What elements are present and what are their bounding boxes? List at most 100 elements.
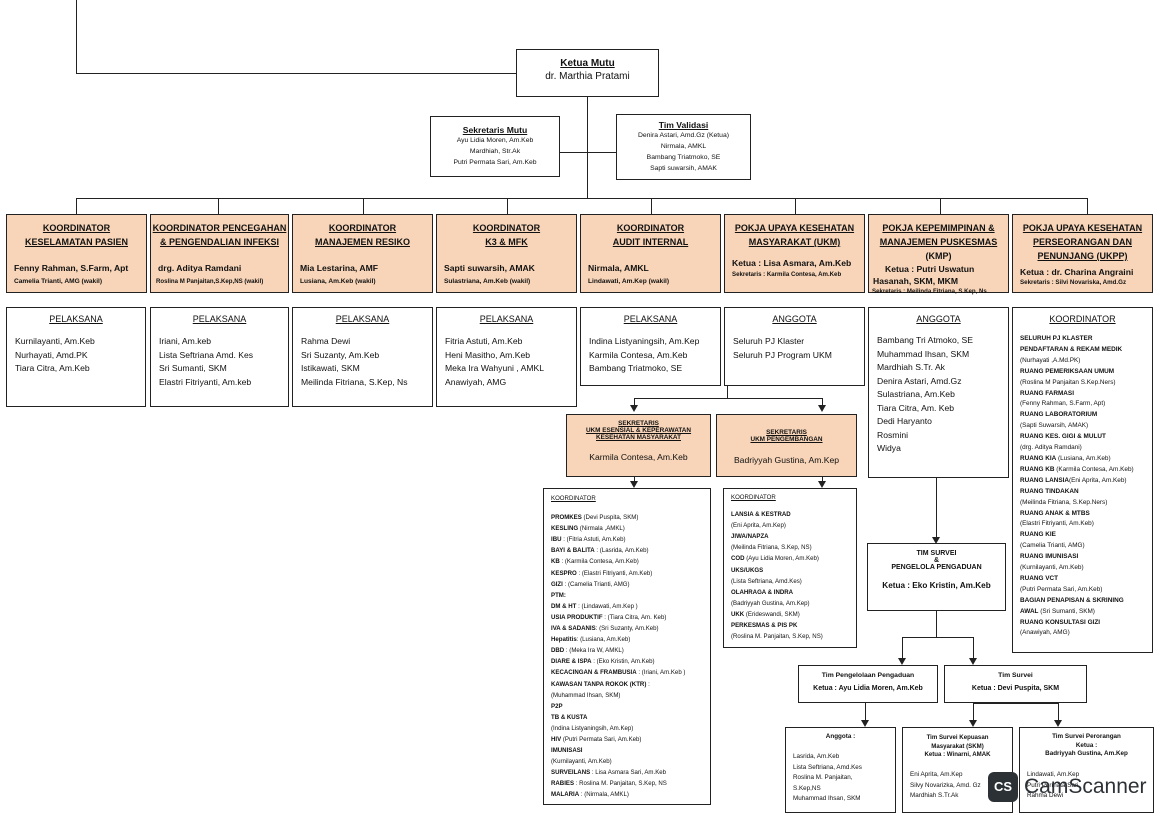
pokja-sekretaris: Sekretaris : Meilinda Fitriana, S.Kep, N… (872, 288, 987, 295)
arrow-head (818, 405, 826, 412)
koordinator-audit-internal: KOORDINATOR AUDIT INTERNAL Nirmala, AMKL… (580, 214, 721, 293)
program-name: USIA PRODUKTIF (551, 613, 603, 621)
program-pj: : (Lusiana, Am.Keb) (576, 636, 631, 644)
sekretaris-mutu-title: Sekretaris Mutu (462, 125, 528, 135)
pelaksana-member: Bambang Triatmoko, SE (589, 363, 683, 373)
ukpp-item-note: (Fenny Rahman, S.Farm, Apt) (1020, 400, 1106, 408)
program-pj: : Roslina M. Panjaitan, S.Kep, NS (575, 780, 667, 788)
connector-line (822, 477, 823, 481)
ukpp-item: RUANG KIA (1020, 454, 1057, 462)
program-pj: (Ayu Lidia Moren, Am.Keb) (746, 555, 819, 563)
ukpp-item-note: (drg. Aditya Ramdani) (1020, 444, 1082, 452)
anggota-member: Bambang Tri Atmoko, SE (877, 335, 974, 345)
koordinator-title: KOORDINATOR (731, 494, 776, 501)
anggota-member: Denira Astari, Amd.Gz (877, 375, 962, 386)
program-name: P2P (551, 702, 563, 710)
coordinator-wakil: Roslina M Panjaitan,S.Kep,NS (wakil) (156, 278, 264, 285)
tim-pengelolaan-pengaduan-box: Tim Pengelolaan Pengaduan Ketua : Ayu Li… (798, 665, 938, 703)
tim-title: Masyarakat (SKM) (931, 743, 984, 750)
pokja-ketua: Ketua : Putri Uswatun (885, 264, 975, 274)
program-pj: (Lista Seftriana, Amd.Kes) (731, 577, 802, 585)
pelaksana-member: Indina Listyaningsih, Am.Kep (589, 336, 700, 346)
anggota-kmp: ANGGOTA Bambang Tri Atmoko, SE Muhammad … (868, 307, 1009, 478)
program-pj: (Eni Aprita, Am.Kep) (731, 522, 786, 530)
ukpp-item-note: (Sapti Suwarsih, AMAK) (1020, 422, 1089, 430)
ukpp-item: BAGIAN PENAPISAN & SKRINING (1020, 596, 1124, 604)
anggota-member: Seluruh PJ Klaster (733, 336, 805, 346)
program-pj: : (Nirmala, AMKL) (580, 791, 629, 799)
ukpp-item: RUANG PEMERIKSAAN UMUM (1020, 367, 1115, 375)
program-pj: (Meilinda Fitriana, S.Kep, NS) (731, 544, 812, 552)
tim-member: Eni Aprita, Am.Kep (910, 771, 963, 778)
sekretaris-ukm-esensial: SEKRETARIS UKM ESENSIAL & KEPERAWATAN KE… (566, 414, 711, 477)
pelaksana-manajemen-resiko: PELAKSANA Rahma Dewi Sri Suzanty, Am.Keb… (292, 307, 433, 407)
connector-line (76, 198, 77, 214)
program-name: Hepatitis (551, 636, 577, 644)
tim-survei-perorangan-box: Tim Survei Perorangan Ketua : Badriyyah … (1019, 727, 1154, 813)
connector-line (902, 637, 903, 658)
pelaksana-member: Istikawati, SKM (301, 363, 360, 373)
program-name: UKS/UKGS (731, 566, 764, 574)
program-name: GIZI (551, 580, 563, 588)
pelaksana-member: Sri Sumanti, SKM (159, 363, 227, 373)
anggota-member: Tiara Citra, Am. Keb (877, 402, 955, 413)
ukpp-item: RUANG TINDAKAN (1020, 487, 1079, 495)
tim-validasi-member: Bambang Triatmoko, SE (646, 154, 721, 161)
koordinator-title: KOORDINATOR (1049, 314, 1116, 324)
ukpp-item-note: (Nurhayati ,A.Md.PK) (1020, 356, 1081, 364)
pelaksana-member: Sri Suzanty, Am.Keb (301, 349, 380, 360)
ukpp-item: RUANG LANSIA (1020, 476, 1069, 484)
tim-member: Lindawati, Am.Kep (1027, 771, 1080, 778)
program-pj: : (Karmila Contesa, Am.Keb) (561, 558, 639, 566)
program-pj: : (Elastri Fitriyanti, Am.Keb) (578, 569, 653, 577)
program-pj: : (Meka Ira W, AMKL) (565, 647, 624, 655)
ukpp-item-note: (Meilinda Fitriana, S.Kep.Ners) (1020, 498, 1108, 506)
program-name: DM & HT (551, 602, 577, 610)
anggota-member: Lista Seftriana, Amd.Kes (793, 763, 862, 771)
coordinator-title: K3 & MFK (485, 237, 528, 247)
program-name: MALARIA (551, 791, 580, 799)
tim-survei-title: TIM SURVEI (916, 550, 957, 557)
program-pj: : (648, 680, 650, 688)
ukpp-item: RUANG KIE (1020, 531, 1056, 539)
program-name: RABIES (551, 780, 575, 788)
pelaksana-member: Kurnilayanti, Am.Keb (15, 336, 95, 346)
ukpp-item-note: (Lusiana, Am.Keb) (1058, 454, 1111, 462)
sekretaris-unit: UKM PENGEMBANGAN (750, 436, 823, 443)
sekretaris-mutu-member: Ayu Lidia Moren, Am.Keb (456, 137, 534, 144)
program-pj: (Erideswandi, SKM) (745, 610, 800, 618)
coordinator-title: KOORDINATOR (328, 223, 397, 233)
coordinator-title: KOORDINATOR (42, 223, 111, 233)
connector-line (634, 398, 635, 406)
program-name: OLAHRAGA & INDRA (731, 588, 794, 596)
pelaksana-k3-mfk: PELAKSANA Fitria Astuti, Am.Keb Heni Mas… (436, 307, 577, 407)
connector-line (795, 198, 796, 214)
pelaksana-member: Meilinda Fitriana, S.Kep, Ns (301, 376, 408, 387)
program-name: KESPRO (551, 569, 577, 577)
arrow-head (898, 658, 906, 665)
ukpp-item: AWAL (1020, 607, 1039, 615)
pelaksana-title: PELAKSANA (479, 314, 534, 324)
program-name: PERKESMAS & PIS PK (731, 622, 798, 630)
pelaksana-title: PELAKSANA (623, 314, 678, 324)
camscanner-logo-icon: CS (988, 772, 1018, 802)
ukpp-item: RUANG IMUNISASI (1020, 553, 1079, 561)
program-pj: : (Iriani, Am.Keb ) (638, 669, 686, 677)
sekretaris-mutu-box: Sekretaris Mutu Ayu Lidia Moren, Am.Keb … (430, 116, 560, 177)
pelaksana-title: PELAKSANA (192, 314, 247, 324)
esensial-koordinator-list: KOORDINATOR PROMKES (Devi Puspita, SKM) … (543, 488, 711, 805)
pelaksana-member: Karmila Contesa, Am.Keb (589, 349, 688, 360)
pelaksana-title: PELAKSANA (335, 314, 390, 324)
tim-member: Putri Permata Sari (1027, 781, 1079, 789)
connector-line (587, 97, 588, 198)
connector-line (973, 703, 974, 720)
tim-title: Tim Survei (998, 672, 1033, 679)
arrow-head (630, 481, 638, 488)
camscanner-watermark: CS CamScanner (988, 772, 1158, 804)
connector-line (363, 198, 364, 214)
pelaksana-member: Iriani, Am.keb (159, 336, 212, 346)
ukpp-item: RUANG FARMASI (1020, 389, 1074, 397)
tim-survei-box: Tim Survei Ketua : Devi Puspita, SKM (944, 665, 1087, 703)
tim-member: Rahma Dewi (1027, 792, 1064, 800)
coordinator-wakil: Lusiana, Am.Keb (wakil) (300, 278, 376, 285)
